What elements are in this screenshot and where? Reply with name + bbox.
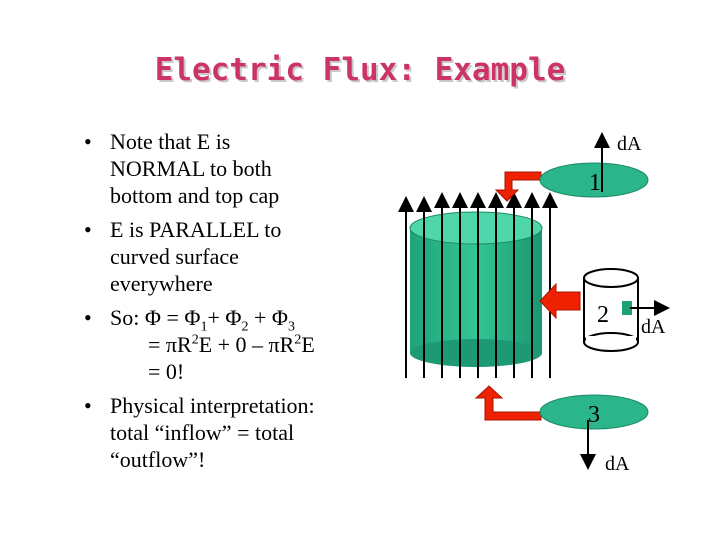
label-2: 2 [597, 302, 609, 328]
bullet-marker: • [84, 305, 92, 330]
bullet-list: • Note that E is NORMAL to both bottom a… [84, 128, 384, 480]
bullet-line: E is PARALLEL to [110, 217, 282, 242]
pointer-arrow-side [539, 282, 581, 320]
equation-line-1: So: Φ = Φ1+ Φ2 + Φ3 [110, 305, 295, 335]
dA-bottom-label: dA [605, 453, 630, 475]
side-cylinder: 2 dA [583, 268, 670, 352]
top-cap-disk: 1 dA [539, 132, 649, 198]
equation-line-2: = πR2E + 0 – πR2E [148, 332, 315, 357]
bullet-line: “outflow”! [110, 447, 206, 472]
pointer-arrow-top [494, 171, 542, 202]
equation-line-3: = 0! [148, 359, 185, 384]
bullet-item-equation: • So: Φ = Φ1+ Φ2 + Φ3 = πR2E + 0 – πR2E … [84, 304, 384, 385]
field-lines [398, 192, 558, 378]
main-cylinder [409, 211, 543, 367]
bullet-item-normal: • Note that E is NORMAL to both bottom a… [84, 128, 384, 209]
bullet-line: Physical interpretation: [110, 393, 315, 418]
label-3: 3 [588, 402, 600, 428]
dA-top-label: dA [617, 133, 642, 155]
bullet-marker: • [84, 217, 92, 242]
bullet-marker: • [84, 129, 92, 154]
bottom-cap-disk: 3 dA [539, 394, 649, 475]
label-1: 1 [589, 170, 601, 196]
dA-side-label: dA [641, 316, 666, 338]
pointer-arrow-bottom [474, 385, 542, 421]
slide-title: Electric Flux: Example [154, 52, 566, 88]
bullet-line: Note that E is [110, 129, 231, 154]
bullet-line: bottom and top cap [110, 183, 280, 208]
bullet-line: curved surface [110, 244, 239, 269]
bullet-item-parallel: • E is PARALLEL to curved surface everyw… [84, 216, 384, 297]
bullet-item-interpretation: • Physical interpretation: total “inflow… [84, 392, 384, 473]
bullet-marker: • [84, 393, 92, 418]
bullet-line: total “inflow” = total [110, 420, 295, 445]
bullet-line: everywhere [110, 271, 213, 296]
bullet-line: NORMAL to both [110, 156, 272, 181]
